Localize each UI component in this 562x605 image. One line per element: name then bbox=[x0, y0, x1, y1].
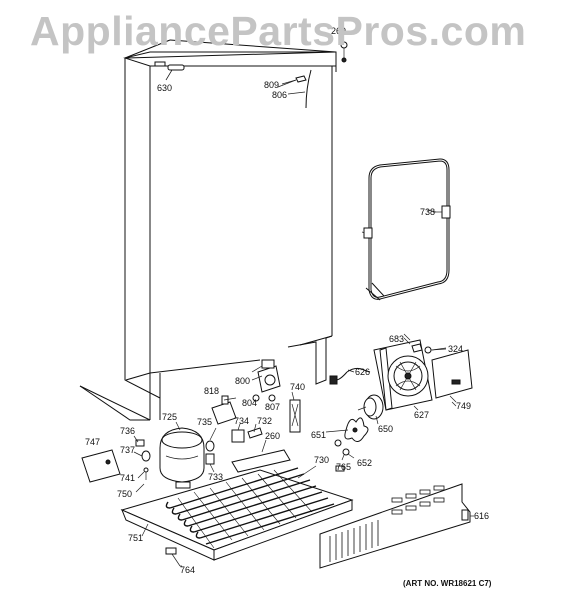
callout-740: 740 bbox=[290, 382, 305, 392]
heater-loop-738 bbox=[361, 158, 451, 301]
bracket-818 bbox=[211, 395, 237, 425]
callout-652: 652 bbox=[357, 458, 372, 468]
callout-806: 806 bbox=[272, 90, 287, 100]
callout-324: 324 bbox=[448, 344, 463, 354]
valve-800 bbox=[251, 359, 281, 393]
callout-616: 616 bbox=[474, 511, 489, 521]
callout-750: 750 bbox=[117, 489, 132, 499]
callout-741: 741 bbox=[120, 473, 135, 483]
board-749 bbox=[431, 349, 473, 403]
screw-324 bbox=[424, 346, 447, 354]
callout-650: 650 bbox=[378, 424, 393, 434]
tube-806 bbox=[281, 69, 312, 109]
small-parts-736-737-741 bbox=[135, 439, 151, 480]
callout-730: 730 bbox=[314, 455, 329, 465]
callout-747: 747 bbox=[85, 437, 100, 447]
part-735-733 bbox=[205, 440, 215, 465]
callout-732: 732 bbox=[257, 416, 272, 426]
callout-734: 734 bbox=[234, 416, 249, 426]
condenser-730 bbox=[120, 467, 354, 561]
callout-738: 738 bbox=[420, 207, 435, 217]
part-269 bbox=[339, 31, 348, 63]
cord-626 bbox=[329, 367, 371, 385]
part-734-732 bbox=[231, 427, 263, 443]
callout-labels: 630 269 809 806 738 683 324 626 800 818 … bbox=[85, 26, 489, 575]
callout-804: 804 bbox=[242, 398, 257, 408]
callout-800: 800 bbox=[235, 376, 250, 386]
callout-818: 818 bbox=[204, 386, 219, 396]
fan-assembly-627 bbox=[373, 337, 433, 411]
callout-260: 260 bbox=[265, 431, 280, 441]
callout-807: 807 bbox=[265, 402, 280, 412]
grille-616 bbox=[319, 483, 471, 569]
small-parts-652-765 bbox=[334, 439, 350, 472]
callout-626: 626 bbox=[355, 367, 370, 377]
cabinet bbox=[79, 39, 337, 421]
part-260 bbox=[231, 449, 291, 473]
compressor-725 bbox=[159, 427, 205, 489]
callout-735: 735 bbox=[197, 417, 212, 427]
callout-269: 269 bbox=[331, 26, 346, 36]
callout-751: 751 bbox=[128, 533, 143, 543]
leader-lines bbox=[133, 69, 474, 567]
part-740 bbox=[289, 399, 301, 433]
callout-809: 809 bbox=[264, 80, 279, 90]
part-764 bbox=[165, 547, 181, 567]
callout-630: 630 bbox=[157, 83, 172, 93]
art-number: (ART NO. WR18621 C7) bbox=[403, 579, 492, 588]
watermark: AppliancePartsPros.com bbox=[30, 8, 527, 54]
part-630 bbox=[154, 61, 185, 81]
callout-765: 765 bbox=[336, 462, 351, 472]
callout-764: 764 bbox=[180, 565, 195, 575]
callout-736: 736 bbox=[120, 426, 135, 436]
callout-733: 733 bbox=[208, 472, 223, 482]
callout-683: 683 bbox=[389, 334, 404, 344]
callout-627: 627 bbox=[414, 410, 429, 420]
fan-blade-651 bbox=[344, 417, 369, 442]
motor-650 bbox=[357, 394, 384, 420]
callout-749: 749 bbox=[456, 401, 471, 411]
fittings-804-807 bbox=[252, 394, 276, 402]
cover-747 bbox=[81, 449, 121, 483]
callout-737: 737 bbox=[120, 445, 135, 455]
callout-725: 725 bbox=[162, 412, 177, 422]
callout-651: 651 bbox=[311, 430, 326, 440]
